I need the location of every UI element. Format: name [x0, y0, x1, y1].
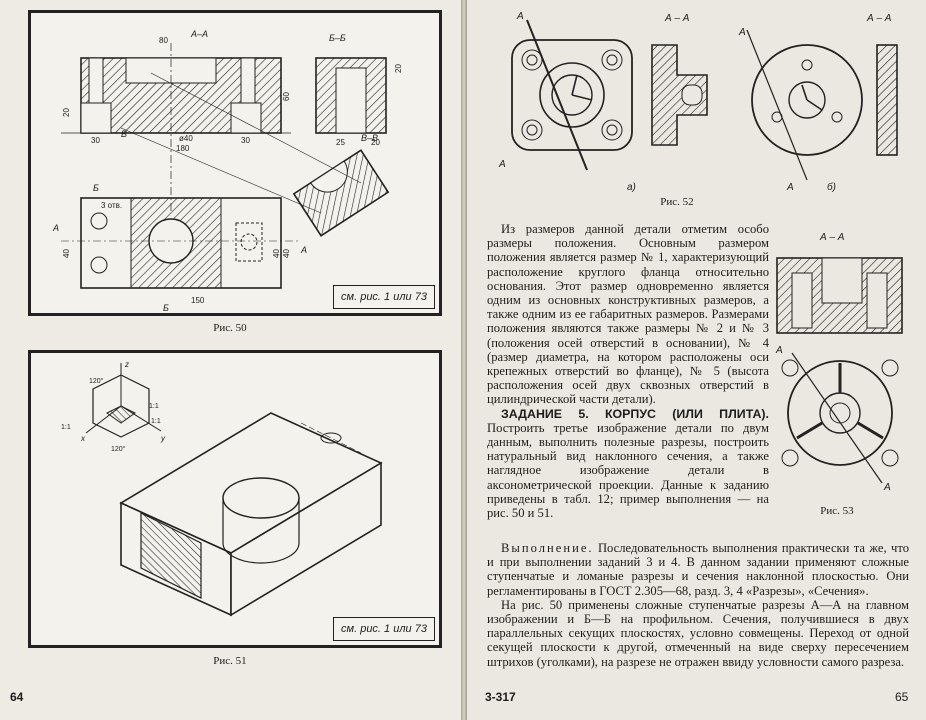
figure-52-caption: Рис. 52: [660, 196, 694, 208]
text-full-width: Выполнение. Последовательность выполнени…: [487, 541, 909, 669]
svg-text:А: А: [516, 11, 524, 22]
figure-50-drawing: 80 А–А 60 20 30 30 ø40 180 В Б–Б 20 25 2…: [52, 29, 403, 313]
figure-50-frame: 80 А–А 60 20 30 30 ø40 180 В Б–Б 20 25 2…: [28, 10, 442, 316]
figure-50-caption: Рис. 50: [213, 322, 247, 334]
svg-text:120°: 120°: [111, 445, 126, 453]
svg-text:В–В: В–В: [361, 133, 378, 143]
svg-text:Б–Б: Б–Б: [329, 33, 346, 43]
section-a: [651, 44, 708, 146]
paragraph-2-text: Последовательность выполнения практическ…: [487, 541, 909, 598]
svg-text:20: 20: [371, 138, 380, 147]
paragraph-1: Из размеров данной детали отметим особо …: [487, 222, 769, 407]
svg-text:40: 40: [272, 249, 281, 258]
left-page: 80 А–А 60 20 30 30 ø40 180 В Б–Б 20 25 2…: [0, 0, 461, 720]
svg-text:ø40: ø40: [179, 134, 193, 143]
text-column: Из размеров данной детали отметим особо …: [487, 222, 769, 520]
paragraph-2: Выполнение. Последовательность выполнени…: [487, 541, 909, 598]
svg-text:А – А: А – А: [819, 232, 845, 243]
execution-word: Выполнение.: [501, 541, 594, 555]
svg-text:1:1: 1:1: [149, 403, 159, 410]
svg-text:1:1: 1:1: [61, 424, 71, 431]
svg-text:1:1: 1:1: [151, 418, 161, 425]
svg-text:А: А: [775, 345, 783, 356]
svg-text:x: x: [80, 434, 86, 443]
figure-51-note: см. рис. 1 или 73: [333, 617, 435, 641]
svg-text:20: 20: [394, 64, 403, 73]
axis-cube: [92, 374, 150, 438]
svg-text:30: 30: [91, 136, 100, 145]
svg-text:40: 40: [62, 249, 71, 258]
square-flange: [511, 39, 633, 151]
svg-text:120°: 120°: [89, 377, 104, 385]
svg-text:А–А: А–А: [190, 29, 208, 39]
figure-51-frame: z x y 120° 120° 1:1 1:1 1:1 см. рис. 1 и…: [28, 350, 442, 648]
figure-53-caption: Рис. 53: [820, 505, 854, 517]
svg-text:А: А: [883, 482, 891, 493]
svg-text:А – А: А – А: [866, 13, 892, 24]
svg-text:Б: Б: [93, 183, 99, 193]
svg-text:Б: Б: [163, 303, 169, 313]
footer-code: 3-317: [485, 690, 516, 704]
svg-text:а): а): [627, 182, 636, 193]
dim-80: 80: [159, 36, 168, 45]
figure-53-drawing: А – А А А: [775, 232, 903, 493]
svg-text:3 отв.: 3 отв.: [101, 201, 122, 210]
svg-text:150: 150: [191, 296, 205, 305]
figure-51-caption: Рис. 51: [213, 655, 247, 667]
svg-text:y: y: [160, 434, 166, 443]
svg-text:А: А: [738, 27, 746, 38]
svg-text:А: А: [786, 182, 794, 193]
svg-text:60: 60: [282, 92, 291, 101]
svg-text:А: А: [300, 245, 307, 255]
svg-text:б): б): [827, 181, 836, 193]
figure-50-note: см. рис. 1 или 73: [333, 285, 435, 309]
right-page: А А А – А а) А А А – А б) Рис. 52 А – А: [467, 0, 926, 720]
figure-52-drawing: А А А – А а) А А А – А б): [498, 11, 898, 193]
svg-text:z: z: [124, 360, 129, 369]
svg-text:А – А: А – А: [664, 13, 690, 24]
svg-text:180: 180: [176, 144, 190, 153]
round-flange: [751, 44, 863, 156]
page-number-left: 64: [10, 690, 24, 704]
svg-text:20: 20: [62, 108, 71, 117]
svg-text:30: 30: [241, 136, 250, 145]
svg-text:25: 25: [336, 138, 345, 147]
svg-text:40: 40: [282, 249, 291, 258]
task-heading: ЗАДАНИЕ 5. КОРПУС (ИЛИ ПЛИТА).: [501, 406, 769, 421]
figure-51-drawing: z x y 120° 120° 1:1 1:1 1:1: [61, 360, 383, 617]
flange-53: [787, 360, 893, 466]
section-b: [876, 44, 898, 156]
page-number-right: 65: [895, 690, 909, 704]
task-paragraph: ЗАДАНИЕ 5. КОРПУС (ИЛИ ПЛИТА). Построить…: [487, 407, 769, 521]
svg-text:В: В: [121, 129, 127, 139]
svg-text:А: А: [52, 223, 59, 233]
book-gutter: [461, 0, 467, 720]
paragraph-3: На рис. 50 применены сложные ступенчатые…: [487, 597, 909, 669]
task-text: Построить третье изображение детали по д…: [487, 420, 769, 521]
svg-text:А: А: [498, 159, 506, 170]
